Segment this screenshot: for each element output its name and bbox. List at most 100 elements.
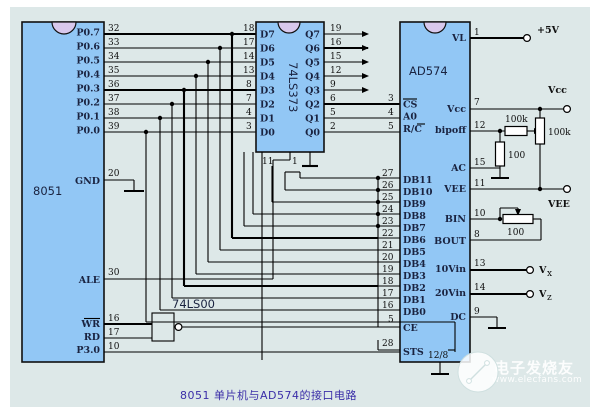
pin-number-14: 14 (243, 52, 255, 62)
pin-label-d7: D7 (260, 30, 275, 41)
pin-number-17c: 17 (382, 289, 394, 299)
pin-number-16c: 16 (382, 301, 394, 311)
pin-number-10b: 10 (474, 209, 486, 219)
pin-label-q3: Q3 (305, 86, 320, 97)
net-label-vz: V (538, 289, 547, 300)
pin-number-12b: 12 (474, 121, 485, 131)
pin-number-11: 11 (262, 157, 273, 167)
pin-label-db11: DB11 (403, 175, 433, 186)
pin-label-q2: Q2 (305, 100, 320, 111)
pin-label-q7: Q7 (305, 30, 320, 41)
pin-label-p3-0: P3.0 (76, 345, 100, 356)
pin-number-9: 9 (330, 80, 336, 90)
pin-label-ce: CE (403, 323, 418, 334)
pin-number-7: 7 (474, 98, 480, 108)
pin-label-db6: DB6 (403, 235, 426, 246)
pin-label-db10: DB10 (403, 187, 433, 198)
pin-label-rd: RD (84, 332, 100, 343)
pin-label-20vin: 20Vin (435, 288, 466, 299)
pin-number-33: 33 (108, 38, 120, 48)
pin-number-36: 36 (108, 80, 120, 90)
pin-number-23: 23 (382, 217, 394, 227)
pin-number-34: 34 (108, 52, 120, 62)
pin-label-db9: DB9 (403, 199, 426, 210)
pin-label-ale: ALE (78, 275, 100, 286)
pin-number-20: 20 (108, 169, 120, 179)
pin-number-5c: 5 (388, 315, 394, 325)
pin-number-39: 39 (108, 122, 120, 132)
pin-number-16b: 16 (330, 38, 342, 48)
pin-number-18b: 18 (382, 277, 394, 287)
pin-number-1b: 1 (474, 28, 480, 38)
pin-label-vee: VEE (443, 184, 466, 195)
pin-number-22: 22 (382, 229, 393, 239)
pin-number-8b: 8 (474, 230, 480, 240)
pin-number-28: 28 (382, 339, 394, 349)
pin-label-p0-7: P0.7 (76, 28, 100, 39)
pin-number-4: 4 (246, 108, 252, 118)
pin-label-db0: DB0 (403, 307, 426, 318)
pin-number-5b: 5 (388, 122, 394, 132)
pin-label-p0-0: P0.0 (76, 126, 100, 137)
chip-label-74ls373: 74LS373 (286, 62, 300, 112)
pin-number-17b: 17 (243, 38, 255, 48)
pin-label-d2: D2 (260, 100, 275, 111)
pin-label-dc: DC (450, 312, 466, 323)
pin-number-15: 15 (330, 52, 342, 62)
watermark-brand: 电子发烧友 (494, 359, 575, 377)
pin-number-3: 3 (246, 122, 252, 132)
resistor-value-100-pot: 100 (507, 228, 524, 238)
resistor-value-100-v: 100 (508, 151, 525, 161)
pin-label-bin: BIN (445, 214, 466, 225)
pin-label-gnd: GND (75, 176, 100, 187)
chip-label-74ls00: 74LS00 (172, 297, 215, 311)
pin-label-q5: Q5 (305, 58, 320, 69)
pin-number-21: 21 (382, 241, 393, 251)
pin-number-17: 17 (108, 328, 120, 338)
watermark-url: www.elecfans.com (492, 375, 583, 385)
pin-number-20b: 20 (382, 253, 394, 263)
pin-label-d3: D3 (260, 86, 275, 97)
pin-label-12-8: 12/8 (428, 351, 448, 361)
pin-label-db1: DB1 (403, 295, 426, 306)
net-label-5v: +5V (537, 25, 560, 36)
pin-number-6: 6 (330, 94, 336, 104)
pin-label-d0: D0 (260, 128, 275, 139)
pin-number-18: 18 (243, 24, 255, 34)
pin-number-9b: 9 (474, 307, 480, 317)
pin-number-24: 24 (382, 205, 394, 215)
pin-label-db7: DB7 (403, 223, 426, 234)
pin-number-7: 7 (246, 94, 252, 104)
net-label-vz-sub: z (547, 293, 552, 303)
figure-caption: 8051 单片机与AD574的接口电路 (180, 389, 357, 402)
pin-label-p0-4: P0.4 (76, 70, 100, 81)
pin-label-wr: WR (80, 319, 100, 330)
pin-label-d4: D4 (260, 72, 275, 83)
pin-number-3b: 3 (388, 94, 394, 104)
pin-label-p0-5: P0.5 (76, 56, 100, 67)
pin-number-19: 19 (330, 24, 342, 34)
pin-number-32: 32 (108, 24, 119, 34)
pin-label-q1: Q1 (305, 114, 320, 125)
pin-number-26: 26 (382, 181, 394, 191)
pin-number-15b: 15 (474, 158, 486, 168)
pin-number-30: 30 (108, 268, 120, 278)
pin-label-bipoff: bipoff (435, 125, 467, 136)
pin-number-13: 13 (243, 66, 255, 76)
pin-label-p0-3: P0.3 (76, 84, 100, 95)
pin-number-5: 5 (330, 108, 336, 118)
net-label-vcc: Vcc (547, 85, 567, 96)
pin-number-37: 37 (108, 94, 120, 104)
pin-label-p0-1: P0.1 (76, 112, 100, 123)
pin-label-db5: DB5 (403, 247, 426, 258)
pin-label-q6: Q6 (305, 44, 320, 55)
pin-label-q4: Q4 (305, 72, 320, 83)
pin-number-10: 10 (108, 342, 120, 352)
pin-label-vcc: Vcc (446, 104, 466, 115)
pin-number-25: 25 (382, 193, 394, 203)
net-label-vx: V (538, 265, 547, 276)
pin-label-q0: Q0 (305, 128, 320, 139)
pin-number-38: 38 (108, 108, 120, 118)
